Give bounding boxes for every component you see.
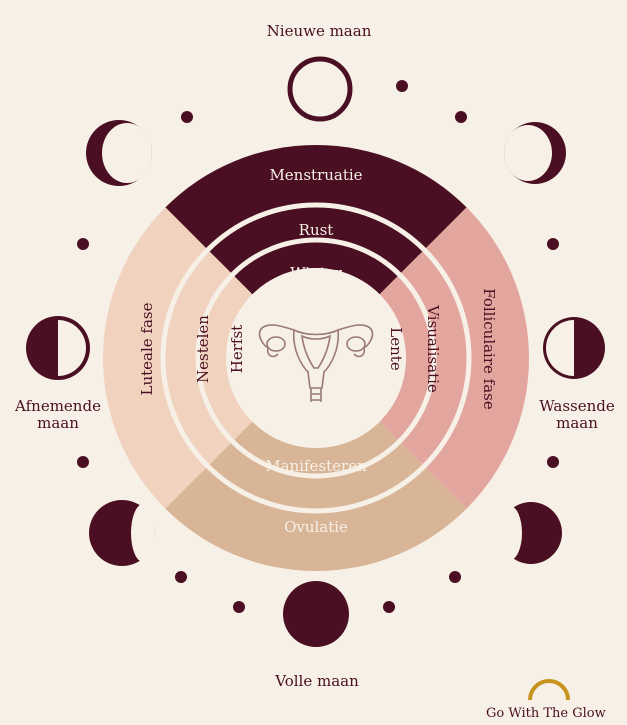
label-folliculaire-fase: Folliculaire fase [480, 288, 498, 410]
label-rust: Rust [299, 221, 334, 239]
phase-dot [547, 238, 559, 250]
label-herfst: Herfst [228, 325, 246, 373]
first-quarter-moon-icon [543, 317, 605, 379]
waning-crescent-icon [86, 120, 152, 186]
label-volle-maan: Volle maan [275, 672, 359, 690]
label-wassende-maan: Wassende maan [539, 397, 615, 432]
center-disk [226, 268, 406, 448]
label-zomer: Zomer [291, 418, 342, 436]
moon-phases [26, 56, 605, 647]
phase-dot [455, 111, 467, 123]
phase-dot [175, 571, 187, 583]
label-winter: Winter [290, 264, 343, 282]
phase-dot [396, 80, 408, 92]
label-luteale-fase: Luteale fase [138, 302, 156, 395]
phase-dot [383, 601, 395, 613]
last-quarter-moon-icon [26, 316, 90, 380]
phase-dot [77, 456, 89, 468]
waxing-gibbous-icon [498, 502, 562, 564]
phase-dot [547, 456, 559, 468]
inner-wedge-winter [232, 240, 400, 295]
label-lente: Lente [387, 327, 405, 371]
ring-separator-middle [160, 202, 472, 514]
label-manifesteren: Manifesteren [265, 457, 367, 475]
phase-dot [181, 111, 193, 123]
label-ovulatie: Ovulatie [284, 518, 348, 536]
label-nieuwe-maan: Nieuwe maan [266, 22, 372, 40]
brand-arc-icon [528, 679, 570, 701]
phase-dot [77, 238, 89, 250]
full-moon-icon [283, 581, 349, 647]
inner-wedge-herfst [198, 274, 253, 442]
new-moon-icon [287, 56, 353, 122]
label-afnemende-maan: Afnemende maan [15, 397, 101, 432]
waxing-crescent-icon [504, 122, 566, 184]
label-visualisatie: Visualisatie [424, 304, 442, 393]
label-menstruatie: Menstruatie [269, 166, 362, 184]
label-nestelen: Nestelen [194, 315, 212, 383]
inner-wedge-lente [379, 274, 435, 442]
phase-dot [449, 571, 461, 583]
uterus-icon [258, 324, 374, 402]
inner-wedge-zomer [232, 421, 400, 477]
phase-dot [233, 601, 245, 613]
ring-separator-inner [195, 237, 437, 479]
brand-name: Go With The Glow [486, 706, 606, 721]
waning-gibbous-icon [89, 500, 155, 566]
